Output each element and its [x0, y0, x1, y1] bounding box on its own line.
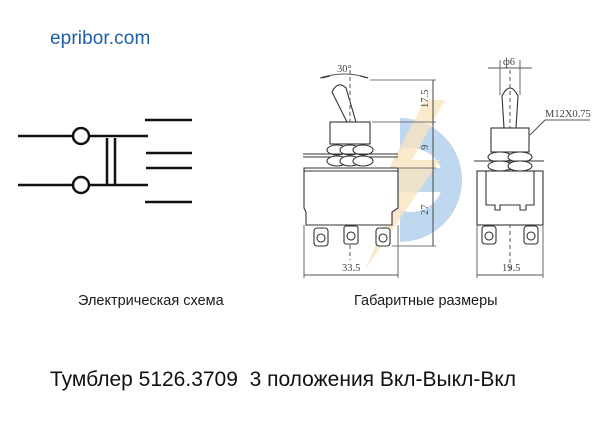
side-view-drawing — [474, 60, 590, 278]
brand-logo-text: epribor.com — [50, 28, 151, 49]
terminal — [375, 227, 391, 247]
height-lever-label: 17.5 — [420, 90, 431, 108]
front-view-drawing — [303, 70, 436, 278]
height-nut-label: 9 — [420, 145, 431, 150]
caption-dimensions: Габаритные размеры — [354, 293, 498, 309]
product-title: Тумблер 5126.3709 3 положения Вкл-Выкл-В… — [50, 368, 517, 391]
electrical-scheme — [18, 118, 192, 204]
caption-electrical-scheme: Электрическая схема — [78, 293, 224, 309]
height-body-label: 27 — [420, 205, 431, 216]
angle-label: 30° — [337, 64, 352, 75]
terminal — [343, 225, 359, 245]
terminal — [481, 225, 497, 245]
lever-diameter-label: ф6 — [503, 57, 515, 68]
width-front-label: 33.5 — [342, 263, 360, 274]
terminal — [313, 227, 329, 247]
thread-label: M12X0.75 — [545, 109, 591, 120]
width-side-label: 19.5 — [502, 263, 520, 274]
terminal — [523, 225, 539, 245]
